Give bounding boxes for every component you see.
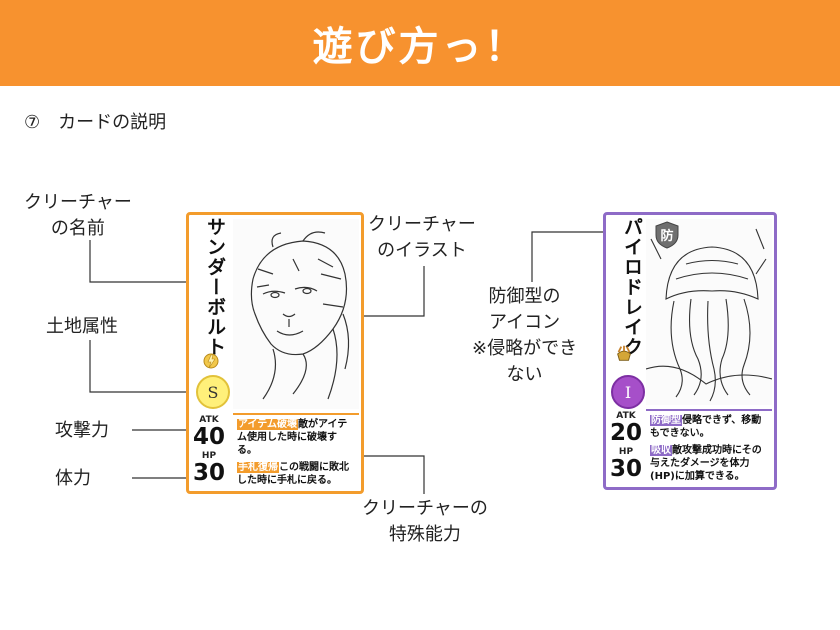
card-name: パイロドレイク xyxy=(621,217,643,357)
defense-shield-icon: 防 xyxy=(654,221,680,249)
card-name: サンダーボルト xyxy=(204,217,226,357)
hp-value: 30 xyxy=(192,460,225,486)
atk-label: ATK xyxy=(199,415,219,425)
creature-card-pyrodrake: パイロドレイク I ATK 20 HP 30 防 xyxy=(603,212,777,490)
ability-box: 防御型侵略できず、移動もできない。 吸収敵攻撃成功時にその与えたダメージを体力(… xyxy=(646,409,772,487)
ability-text: この戦闘に敗北した時に手札に戻る。 xyxy=(237,462,349,486)
page-title: 遊び方っ！ xyxy=(312,24,528,70)
ability-tag: 防御型 xyxy=(650,415,682,426)
ability-defensive: 防御型侵略できず、移動もできない。 xyxy=(650,414,768,440)
atk-value: 20 xyxy=(609,420,642,446)
ability-text: 敵攻撃成功時にその与えたダメージを体力(HP)に加算できる。 xyxy=(650,445,762,482)
label-defense-icon: 防御型の アイコン ※侵略ができ ない xyxy=(472,286,578,385)
line-illust xyxy=(342,266,425,317)
header-banner: 遊び方っ！ xyxy=(0,0,840,86)
ability-tag: アイテム破壊 xyxy=(237,419,298,430)
attribute-badge: I xyxy=(611,375,645,409)
hp-label: HP xyxy=(618,447,634,457)
stats-column: ATK 20 HP 30 xyxy=(606,411,646,483)
defense-mark: 防 xyxy=(660,229,674,244)
atk-label: ATK xyxy=(616,411,636,421)
attribute-badge: S xyxy=(196,375,230,409)
label-ability: クリーチャーの特殊能力 xyxy=(362,498,488,545)
creature-card-thunderbolt: サンダーボルト S ATK 40 HP 30 アイテム破壊敵が xyxy=(186,212,364,494)
line-name xyxy=(89,240,192,283)
ability-tag: 吸収 xyxy=(650,445,672,456)
label-creature-name: クリーチャーの名前 xyxy=(24,192,132,239)
line-land xyxy=(89,340,190,393)
ability-box: アイテム破壊敵がアイテム使用した時に破壊する。 手札復帰この戦闘に敗北した時に手… xyxy=(233,413,359,491)
label-hp: 体力 xyxy=(55,468,91,489)
ability-tag: 手札復帰 xyxy=(237,462,279,473)
ability-text: 敵がアイテム使用した時に破壊する。 xyxy=(237,419,348,456)
stats-column: ATK 40 HP 30 xyxy=(189,415,229,487)
ability-absorb: 吸収敵攻撃成功時にその与えたダメージを体力(HP)に加算できる。 xyxy=(650,444,768,483)
lightning-sprite-icon xyxy=(201,351,221,371)
label-attack: 攻撃力 xyxy=(55,420,109,441)
hp-value: 30 xyxy=(609,456,642,482)
tiger-icon xyxy=(233,219,359,409)
ability-return-hand: 手札復帰この戦闘に敗北した時に手札に戻る。 xyxy=(237,461,355,487)
label-illustration: クリーチャーのイラスト xyxy=(368,214,476,261)
treasure-pot-icon xyxy=(614,343,634,363)
ability-text: 侵略できず、移動もできない。 xyxy=(650,415,762,439)
ability-item-break: アイテム破壊敵がアイテム使用した時に破壊する。 xyxy=(237,418,355,457)
section-subtitle: ⑦ カードの説明 xyxy=(24,112,167,133)
label-land-attribute: 土地属性 xyxy=(46,316,118,337)
jellyfish-icon xyxy=(646,219,772,405)
hp-label: HP xyxy=(201,451,217,461)
atk-value: 40 xyxy=(192,424,225,450)
